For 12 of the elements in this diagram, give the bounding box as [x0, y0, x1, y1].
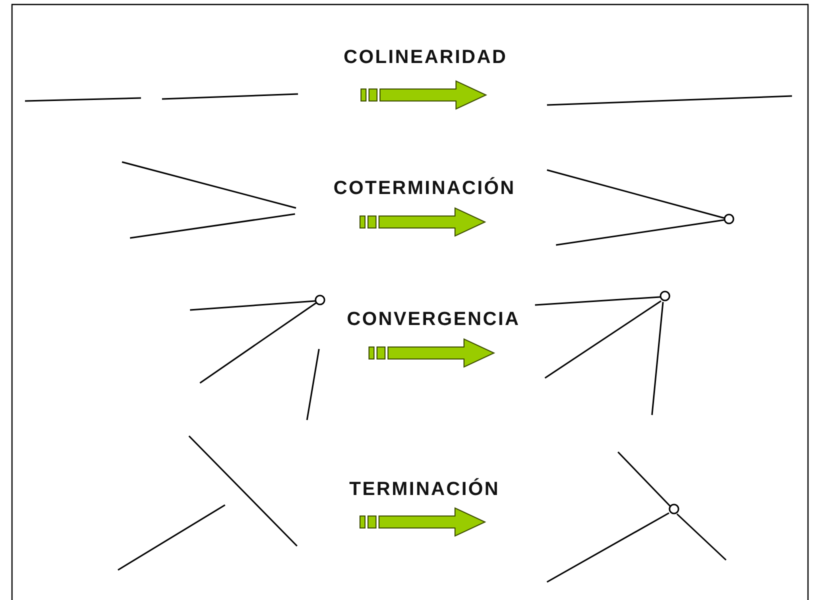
line-drawing — [24, 93, 299, 102]
line-drawing — [121, 161, 297, 239]
block-arrow — [368, 338, 496, 368]
line-drawing — [546, 451, 727, 583]
line-drawing — [546, 95, 793, 106]
line-drawing — [117, 435, 298, 571]
line-drawing — [546, 169, 736, 246]
line-drawing — [189, 293, 327, 421]
block-arrow — [360, 507, 486, 537]
line-drawing — [534, 289, 672, 416]
block-arrow — [360, 80, 488, 110]
block-arrow — [360, 207, 486, 237]
